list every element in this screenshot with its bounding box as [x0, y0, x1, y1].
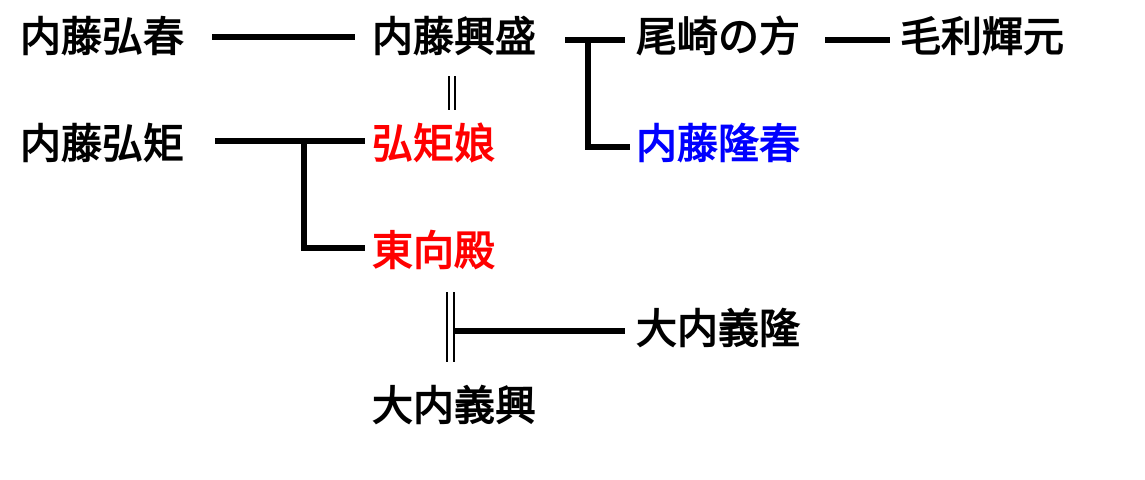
person-naito-hiroharu: 内藤弘春: [20, 13, 184, 61]
person-naito-takaharu: 内藤隆春: [636, 120, 800, 168]
person-ozaki-no-kata: 尾崎の方: [636, 13, 800, 61]
person-naito-hironori: 内藤弘矩: [20, 120, 184, 168]
person-hironori-musume: 弘矩娘: [372, 120, 495, 168]
person-mori-terumoto: 毛利輝元: [900, 13, 1064, 61]
person-ouchi-yoshioki: 大内義興: [372, 382, 536, 430]
person-higashi-mukaidono: 東向殿: [372, 227, 495, 275]
person-naito-okimori: 内藤興盛: [372, 13, 536, 61]
person-ouchi-yoshitaka: 大内義隆: [636, 305, 800, 353]
